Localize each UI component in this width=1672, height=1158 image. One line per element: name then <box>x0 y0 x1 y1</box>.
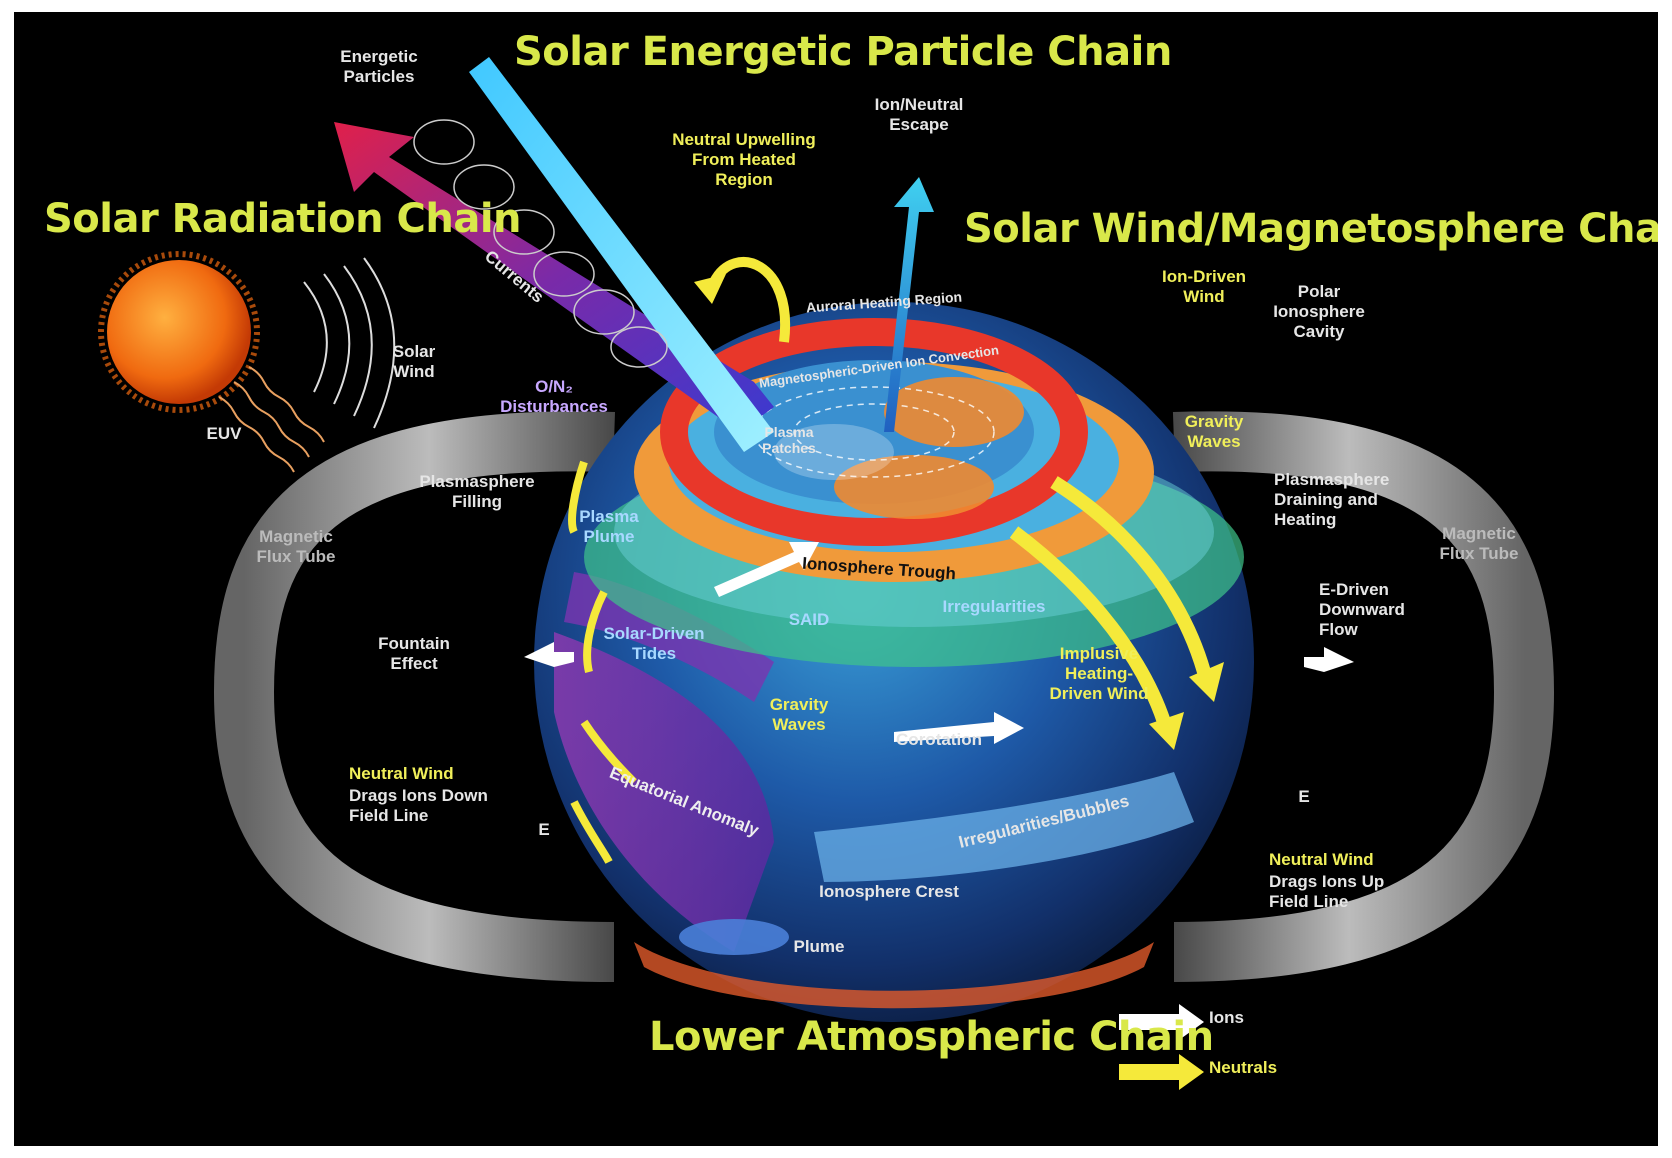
euv-waves <box>218 366 325 473</box>
label-magnetic-flux-tube-left: Magnetic Flux Tube <box>256 527 336 566</box>
label-gravity-waves-mid: Gravity Waves <box>769 695 829 734</box>
label-neutral-wind-up-title: Neutral Wind <box>1269 850 1374 869</box>
label-corotation: Corotation <box>896 730 982 749</box>
label-neutral-wind-down-title: Neutral Wind <box>349 764 454 783</box>
label-plume: Plume <box>793 937 845 956</box>
label-implusive-heating: Implusive Heating- Driven Wind <box>1049 644 1149 703</box>
earth-globe <box>534 302 1254 1022</box>
title-solar-wind-magnetosphere-chain: Solar Wind/Magnetosphere Chain <box>964 206 1658 252</box>
diagram-graphics <box>98 57 1555 1090</box>
label-euv: EUV <box>206 424 242 443</box>
sun-icon <box>98 251 260 413</box>
legend-ion-arrow <box>1119 1004 1204 1040</box>
ion-arrows <box>524 542 1354 744</box>
label-irregularities: Irregularities <box>942 597 1046 616</box>
neutral-arrows-left <box>568 460 637 864</box>
label-plasmasphere-draining: Plasmasphere Draining and Heating <box>1274 470 1390 529</box>
label-ion-neutral-escape: Ion/Neutral Escape <box>874 95 964 134</box>
magnetic-flux-tube-right-shape <box>1172 411 1555 982</box>
label-ionosphere-crest: Ionosphere Crest <box>819 882 959 901</box>
label-plasma-plume: Plasma Plume <box>579 507 639 546</box>
legend-neutral-arrow <box>1119 1054 1204 1090</box>
neutral-upwelling-arrow <box>709 257 791 343</box>
legend-neutrals-label: Neutrals <box>1209 1058 1278 1077</box>
particle-spirals <box>413 119 668 368</box>
legend-ions-label: Ions <box>1209 1008 1244 1027</box>
ion-neutral-escape-arrow <box>884 177 934 432</box>
label-e-right: E <box>1298 787 1310 806</box>
label-gravity-waves-top: Gravity Waves <box>1184 412 1244 451</box>
label-neutral-wind-up: Drags Ions Up Field Line <box>1269 872 1385 911</box>
label-ion-driven-wind: Ion-Driven Wind <box>1161 267 1247 306</box>
label-fountain-effect: Fountain Effect <box>378 634 450 673</box>
label-energetic-particles: Energetic Particles <box>340 47 418 86</box>
label-o-n2-disturbances: O/N₂ Disturbances <box>500 377 608 416</box>
magnetic-flux-tube-left-shape <box>213 411 615 982</box>
label-polar-ionosphere-cavity: Polar Ionosphere Cavity <box>1273 282 1365 341</box>
label-solar-driven-tides: Solar-Driven Tides <box>603 624 705 663</box>
title-lower-atmospheric-chain: Lower Atmospheric Chain <box>649 1014 1214 1060</box>
label-solar-wind: Solar Wind <box>392 342 436 381</box>
label-e-left: E <box>538 820 550 839</box>
title-solar-radiation-chain: Solar Radiation Chain <box>44 196 522 242</box>
label-said: SAID <box>788 610 830 629</box>
title-solar-energetic-particle-chain: Solar Energetic Particle Chain <box>514 29 1172 75</box>
label-plasma-patches: Plasma Patches <box>762 424 816 456</box>
label-magnetic-flux-tube-right: Magnetic Flux Tube <box>1439 524 1519 563</box>
label-e-driven-flow: E-Driven Downward Flow <box>1319 580 1405 639</box>
label-plasmasphere-filling: Plasmasphere Filling <box>419 472 535 511</box>
label-neutral-upwelling: Neutral Upwelling From Heated Region <box>672 130 816 189</box>
solar-wind-arcs <box>303 257 396 429</box>
label-neutral-wind-down: Drags Ions Down Field Line <box>349 786 488 825</box>
neutral-wind-arrows-right <box>1009 476 1211 725</box>
energetic-particle-arrow <box>469 57 774 452</box>
solar-radiation-arrow <box>334 122 774 432</box>
diagram-canvas: Solar Energetic Particle Chain Solar Rad… <box>14 12 1658 1146</box>
